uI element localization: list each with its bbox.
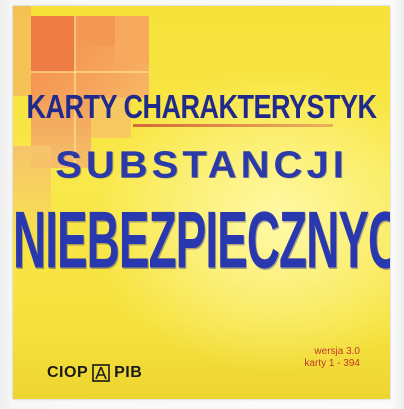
title-line-2: SUBSTANCJI <box>55 144 348 186</box>
logo-text-right: PIB <box>114 364 143 381</box>
title-line-1: KARTY CHARAKTERYSTYK <box>26 88 377 126</box>
decor-block <box>13 6 31 96</box>
logo-emblem-icon <box>92 364 110 382</box>
cd-cover: KARTY CHARAKTERYSTYK SUBSTANCJI NIEBEZPI… <box>13 6 390 399</box>
version-label: wersja 3.0 <box>314 346 360 357</box>
logo-text-left: CIOP <box>47 364 89 381</box>
ciop-pib-logo: CIOP PIB <box>47 364 142 382</box>
cards-range-label: karty 1 - 394 <box>304 358 360 369</box>
title-line-3: NIEBEZPIECZNYCH <box>13 193 390 285</box>
decor-grid <box>31 16 149 168</box>
version-info: wersja 3.0 karty 1 - 394 <box>304 346 360 370</box>
title-divider <box>133 124 333 127</box>
